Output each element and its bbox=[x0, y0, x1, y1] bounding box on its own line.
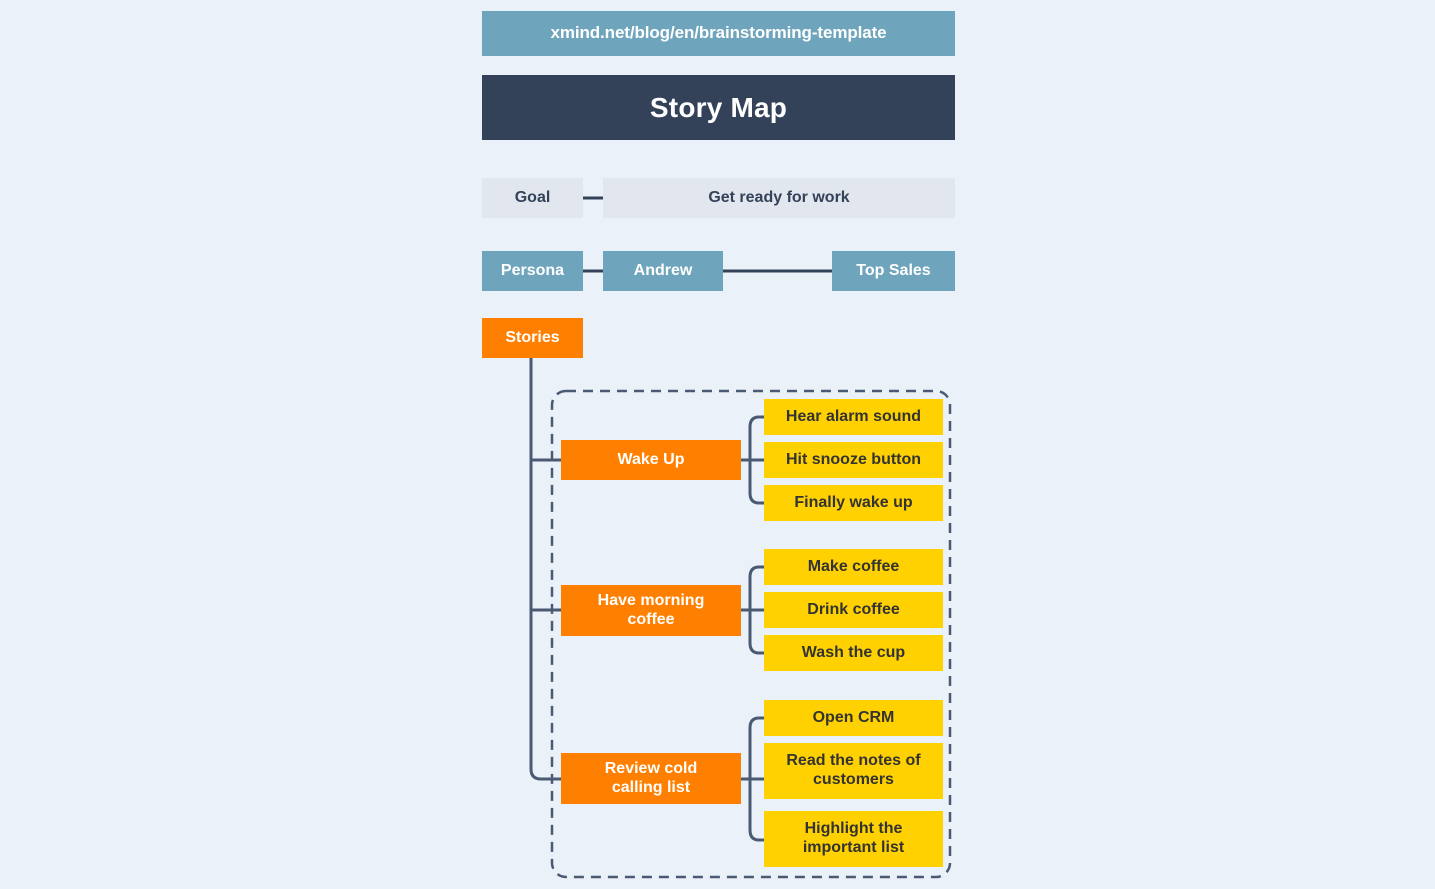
group-2-bracket bbox=[748, 565, 764, 655]
story-card[interactable]: Drink coffee bbox=[764, 592, 943, 628]
story-card[interactable]: Highlight the important list bbox=[764, 811, 943, 867]
epic-node-1[interactable]: Wake Up bbox=[561, 440, 741, 480]
epic-node-3[interactable]: Review cold calling list bbox=[561, 753, 741, 804]
story-card[interactable]: Hear alarm sound bbox=[764, 399, 943, 435]
stories-trunk bbox=[529, 358, 561, 781]
story-card[interactable]: Wash the cup bbox=[764, 635, 943, 671]
goal-label: Goal bbox=[482, 178, 583, 218]
persona-label: Persona bbox=[482, 251, 583, 291]
goal-value[interactable]: Get ready for work bbox=[603, 178, 955, 218]
url-banner[interactable]: xmind.net/blog/en/brainstorming-template bbox=[482, 11, 955, 56]
story-card[interactable]: Finally wake up bbox=[764, 485, 943, 521]
persona-role[interactable]: Top Sales bbox=[832, 251, 955, 291]
story-card[interactable]: Make coffee bbox=[764, 549, 943, 585]
page-title: Story Map bbox=[482, 75, 955, 140]
epic-node-2[interactable]: Have morning coffee bbox=[561, 585, 741, 636]
group-3-bracket bbox=[748, 716, 764, 842]
stories-root[interactable]: Stories bbox=[482, 318, 583, 358]
persona-name[interactable]: Andrew bbox=[603, 251, 723, 291]
story-card[interactable]: Read the notes of customers bbox=[764, 743, 943, 799]
group-1-bracket bbox=[748, 415, 764, 505]
story-card[interactable]: Hit snooze button bbox=[764, 442, 943, 478]
story-card[interactable]: Open CRM bbox=[764, 700, 943, 736]
